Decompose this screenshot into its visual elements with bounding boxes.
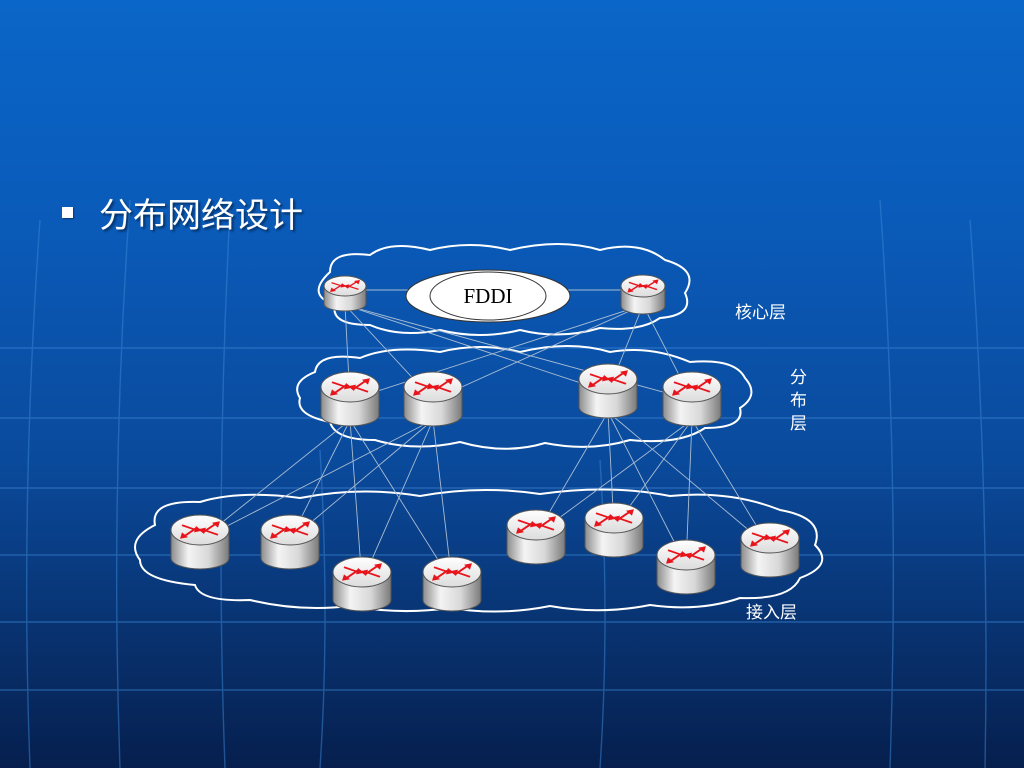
fddi-label: FDDI	[463, 284, 512, 308]
access-router-2	[260, 514, 320, 570]
access-router-4	[422, 556, 482, 612]
access-router-1	[170, 514, 230, 570]
distribution-layer-label: 分布层	[786, 368, 806, 437]
core-router-right	[620, 274, 666, 315]
access-layer-label: 接入层	[746, 603, 797, 623]
access-router-5	[506, 509, 566, 565]
access-cloud	[134, 488, 824, 613]
core-router-left	[323, 275, 367, 312]
distribution-router-1	[320, 371, 380, 427]
bullet-square-icon	[62, 206, 73, 218]
distribution-router-4	[662, 371, 722, 427]
title-row: 分布网络设计	[62, 188, 303, 236]
distribution-router-3	[578, 363, 638, 419]
core-cloud	[317, 243, 691, 336]
access-router-8	[740, 522, 800, 578]
access-router-6	[584, 502, 644, 558]
slide-title: 分布网络设计	[99, 195, 303, 236]
fddi-ring: FDDI	[405, 269, 571, 323]
network-links	[199, 289, 771, 583]
access-router-3	[332, 556, 392, 612]
distribution-router-2	[403, 371, 463, 427]
access-router-7	[656, 539, 716, 595]
core-layer-label: 核心层	[735, 303, 786, 323]
